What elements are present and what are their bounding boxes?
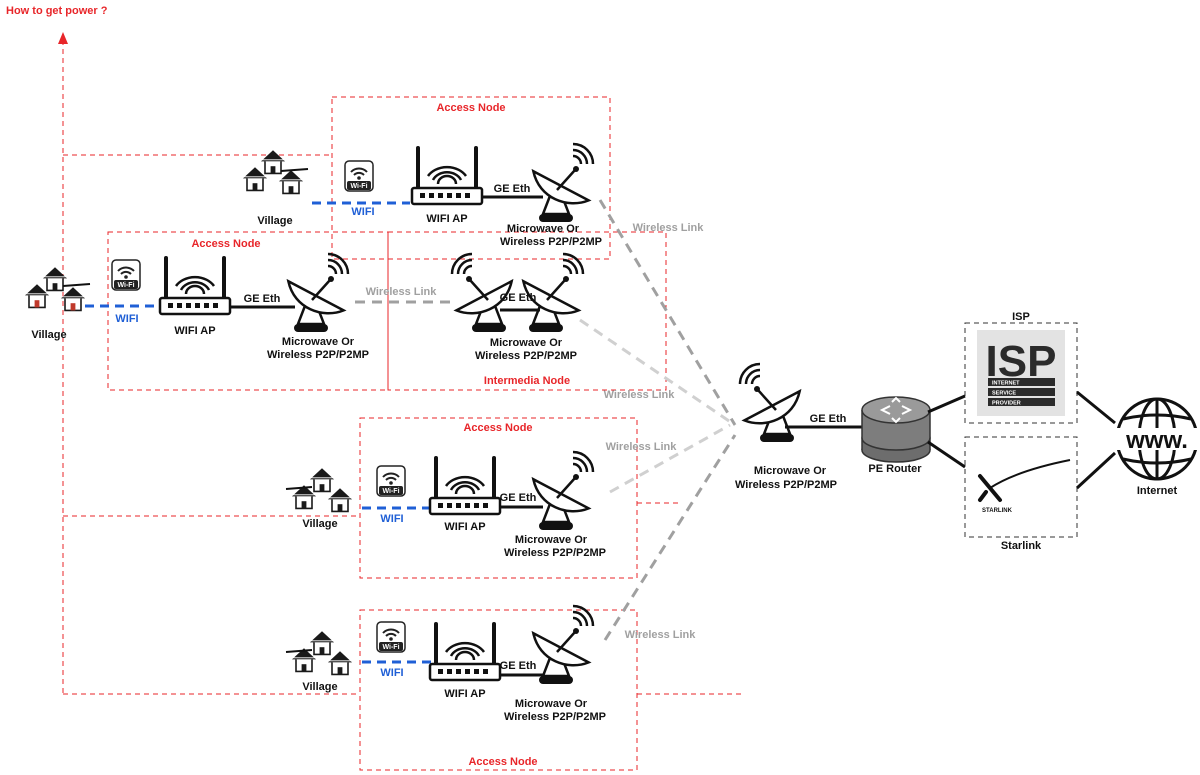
microwave-label-1a: Microwave Or <box>507 223 580 235</box>
access-node-label-3: Access Node <box>463 422 532 434</box>
starlink-logo: STARLINK <box>978 459 1071 514</box>
wifi-label-1: WIFI <box>351 206 374 218</box>
wifi-ap-label-2: WIFI AP <box>174 325 215 337</box>
starlink-group-box <box>964 436 1078 538</box>
village-icon-1 <box>242 149 309 195</box>
microwave-dish-icon-1 <box>532 142 595 224</box>
wireless-link-access1-aggregate <box>598 199 737 426</box>
router-starlink-link <box>927 440 966 469</box>
wifi-ap-icon-1 <box>410 144 484 206</box>
wifi-badge-text-2: Wi-Fi <box>117 282 134 289</box>
microwave-label-2a: Microwave Or <box>282 336 355 348</box>
microwave-label-3b: Wireless P2P/P2MP <box>504 547 606 559</box>
wifi-label-3: WIFI <box>380 513 403 525</box>
aggregation-dish-icon <box>740 364 800 442</box>
wifi-ap-label-1: WIFI AP <box>426 213 467 225</box>
starlink-internet-link <box>1075 451 1117 490</box>
internet-label: Internet <box>1137 485 1178 497</box>
microwave-label-im-b: Wireless P2P/P2MP <box>475 350 577 362</box>
microwave-label-1b: Wireless P2P/P2MP <box>500 236 602 248</box>
aggregation-microwave-label-b: Wireless P2P/P2MP <box>735 479 837 491</box>
wireless-link-label-2: Wireless Link <box>366 286 438 298</box>
wifi-badge-text-4: Wi-Fi <box>382 644 399 651</box>
wifi-label-2: WIFI <box>115 313 138 325</box>
village-label-4: Village <box>302 681 337 693</box>
intermedia-ge-eth-label: GE Eth <box>500 292 537 304</box>
access-node-label-1: Access Node <box>436 102 505 114</box>
access-node-box-3 <box>359 417 638 579</box>
intermedia-node-label: Intermedia Node <box>484 375 570 387</box>
wifi-ap-label-3: WIFI AP <box>444 521 485 533</box>
wireless-link-label-4: Wireless Link <box>606 441 678 453</box>
access-node-label-4: Access Node <box>468 756 537 768</box>
isp-group-label: ISP <box>1012 311 1030 323</box>
power-arrow-icon <box>58 32 68 44</box>
isp-logo-line-3: PROVIDER <box>992 401 1021 407</box>
starlink-group-label: Starlink <box>1001 540 1042 552</box>
aggregation-ge-eth-label: GE Eth <box>810 413 847 425</box>
wifi-badge-text-1: Wi-Fi <box>350 183 367 190</box>
wifi-ap-icon-2 <box>158 254 232 316</box>
access-node-label-2: Access Node <box>191 238 260 250</box>
isp-internet-link <box>1076 390 1116 425</box>
wifi-badge-text-3: Wi-Fi <box>382 488 399 495</box>
wireless-link-label-5: Wireless Link <box>625 629 697 641</box>
microwave-label-2b: Wireless P2P/P2MP <box>267 349 369 361</box>
microwave-dish-icon-2 <box>287 252 350 334</box>
ge-eth-label-1: GE Eth <box>494 183 531 195</box>
wifi-ap-label-4: WIFI AP <box>444 688 485 700</box>
ge-eth-label-4: GE Eth <box>500 660 537 672</box>
wireless-link-intermedia-aggregate <box>579 318 736 427</box>
village-icon-2 <box>24 266 91 312</box>
intermedia-node-box <box>387 231 667 391</box>
globe-text: www. <box>1125 427 1188 454</box>
isp-logo-line-1: INTERNET <box>992 381 1020 387</box>
microwave-label-im-a: Microwave Or <box>490 337 563 349</box>
access-node-box-2 <box>107 231 389 391</box>
village-label-2: Village <box>31 329 66 341</box>
microwave-label-4b: Wireless P2P/P2MP <box>504 711 606 723</box>
wireless-link-access4-aggregate <box>603 434 737 641</box>
wifi-ap-icon-3 <box>428 454 502 516</box>
wireless-links <box>355 199 737 641</box>
microwave-dish-icon-4 <box>532 604 595 686</box>
village-icon-4 <box>285 630 353 676</box>
isp-logo-big: ISP <box>986 337 1057 386</box>
isp-group-box <box>964 322 1078 424</box>
wireless-link-label-3: Wireless Link <box>604 389 676 401</box>
wifi-label-4: WIFI <box>380 667 403 679</box>
internet-globe-icon: www. <box>1113 397 1200 481</box>
wireless-link-access3-aggregate <box>609 423 731 494</box>
pe-router-icon <box>861 396 931 463</box>
isp-logo: ISP INTERNET SERVICE PROVIDER <box>977 330 1065 416</box>
access-node-box-4 <box>359 609 638 771</box>
microwave-label-4a: Microwave Or <box>515 698 588 710</box>
microwave-label-3a: Microwave Or <box>515 534 588 546</box>
village-label-1: Village <box>257 215 292 227</box>
power-lines <box>62 40 745 695</box>
ge-eth-label-3: GE Eth <box>500 492 537 504</box>
router-isp-link <box>927 394 966 414</box>
wifi-ap-icon-4 <box>428 620 502 682</box>
aggregation-microwave-label-a: Microwave Or <box>754 465 827 477</box>
village-icon-3 <box>285 467 353 513</box>
pe-router-label: PE Router <box>868 463 922 475</box>
village-label-3: Village <box>302 518 337 530</box>
microwave-dish-icon-3 <box>532 450 595 532</box>
isp-logo-line-2: SERVICE <box>992 391 1016 397</box>
wireless-link-label-1: Wireless Link <box>633 222 705 234</box>
starlink-logo-text: STARLINK <box>982 508 1013 514</box>
ge-eth-label-2: GE Eth <box>244 293 281 305</box>
power-title: How to get power ? <box>6 5 108 17</box>
